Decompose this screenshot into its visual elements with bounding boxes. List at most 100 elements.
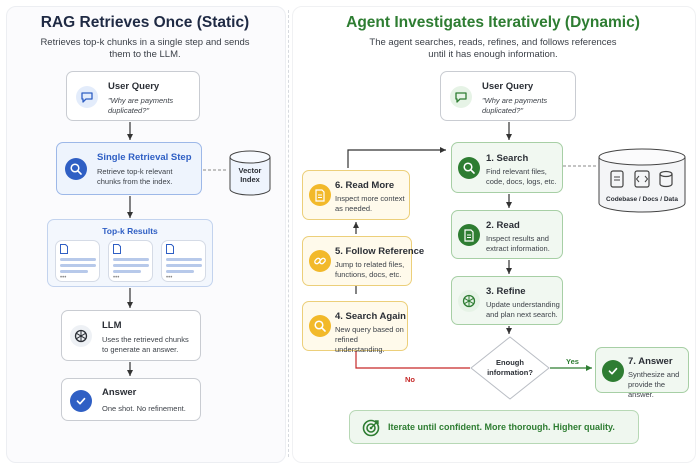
- chat-bubble-icon: [76, 86, 98, 108]
- rag-llm-text: Uses the retrieved chunks to generate an…: [102, 335, 189, 355]
- result-chunk-card: •••: [108, 240, 153, 282]
- footer-text: Iterate until confident. More thorough. …: [388, 422, 615, 432]
- step-follow-reference-title: 5. Follow Reference: [335, 246, 425, 257]
- step-refine-text-1: Update understanding: [486, 300, 560, 309]
- agent-user-query-box: User Query "Why are payments duplicated?…: [440, 71, 576, 121]
- step-read-text: Inspect results and extract information.: [486, 234, 550, 254]
- arrow-readmore-to-search: [347, 147, 446, 168]
- rag-subtitle-line2: them to the LLM.: [109, 49, 181, 60]
- step-search-text-1: Find relevant files,: [486, 167, 547, 176]
- rag-retrieval-text: Retrieve top-k relevant chunks from the …: [97, 167, 172, 187]
- rag-title: RAG Retrieves Once (Static): [40, 14, 250, 31]
- agent-subtitle: The agent searches, reads, refines, and …: [292, 37, 694, 61]
- rag-user-query-box: User Query "Why are payments duplicated?…: [66, 71, 200, 121]
- rag-user-query-text-1: "Why are payments: [108, 96, 174, 105]
- target-icon: [360, 417, 382, 439]
- step-search-again-box: 4. Search Again New query based on refin…: [302, 301, 408, 354]
- step-read-text-1: Inspect results and: [486, 234, 549, 243]
- rag-answer-box: Answer One shot. No refinement.: [61, 378, 201, 421]
- rag-user-query-text-2: duplicated?": [108, 106, 150, 115]
- rag-user-query-title: User Query: [108, 81, 160, 92]
- agent-subtitle-line1: The agent searches, reads, refines, and …: [369, 37, 617, 48]
- search-icon: [65, 158, 87, 180]
- topk-results-title: Top-k Results: [102, 226, 158, 236]
- rag-retrieval-box: Single Retrieval Step Retrieve top-k rel…: [56, 142, 202, 195]
- document-icon: [458, 224, 480, 246]
- document-icon: [166, 244, 174, 254]
- codebase-label: Codebase / Docs / Data: [606, 196, 678, 203]
- step-read-more-box: 6. Read More Inspect more context as nee…: [302, 170, 410, 220]
- vector-index-label-1: Vector: [238, 166, 262, 175]
- step-answer-title: 7. Answer: [628, 356, 673, 367]
- step-refine-title: 3. Refine: [486, 286, 526, 297]
- check-icon: [70, 390, 92, 412]
- decision-label: Enough information?: [470, 358, 550, 378]
- agent-user-query-text-2: duplicated?": [482, 106, 524, 115]
- check-icon: [602, 360, 624, 382]
- footer-banner: Iterate until confident. More thorough. …: [349, 410, 639, 444]
- rag-answer-title: Answer: [102, 387, 137, 398]
- rag-user-query-text: "Why are payments duplicated?": [108, 96, 173, 116]
- rag-llm-text-2: to generate an answer.: [102, 345, 179, 354]
- step-read-more-text-1: Inspect more context: [335, 194, 405, 203]
- step-read-more-text: Inspect more context as needed.: [335, 194, 405, 214]
- decision-diamond: Enough information?: [470, 336, 550, 400]
- step-read-text-2: extract information.: [486, 244, 550, 253]
- codebase-cylinder: Codebase / Docs / Data: [597, 148, 687, 214]
- rag-llm-title: LLM: [102, 320, 122, 331]
- result-chunk-card: •••: [55, 240, 100, 282]
- rag-subtitle: Retrieves top-k chunks in a single step …: [6, 37, 284, 61]
- step-follow-reference-text: Jump to related files, functions, docs, …: [335, 260, 404, 280]
- step-search-text-2: code, docs, logs, etc.: [486, 177, 557, 186]
- step-answer-box: 7. Answer Synthesize and provide the ans…: [595, 347, 689, 399]
- topk-results-box: Top-k Results ••• ••• •••: [47, 219, 213, 287]
- step-follow-reference-text-2: functions, docs, etc.: [335, 270, 402, 279]
- step-read-more-title: 6. Read More: [335, 180, 395, 191]
- vector-index-label-2: Index: [240, 175, 260, 184]
- agent-title: Agent Investigates Iteratively (Dynamic): [346, 14, 640, 31]
- step-search-box: 1. Search Find relevant files, code, doc…: [451, 142, 563, 193]
- step-answer-text: Synthesize and provide the answer.: [628, 370, 688, 400]
- no-label: No: [405, 375, 415, 384]
- step-search-title: 1. Search: [486, 153, 529, 164]
- step-search-text: Find relevant files, code, docs, logs, e…: [486, 167, 556, 187]
- step-search-again-text-2: refined understanding.: [335, 335, 385, 354]
- rag-retrieval-text-2: chunks from the index.: [97, 177, 173, 186]
- panel-divider: [288, 10, 289, 457]
- step-refine-text-2: and plan next search.: [486, 310, 558, 319]
- agent-user-query-title: User Query: [482, 81, 534, 92]
- rag-retrieval-text-1: Retrieve top-k relevant: [97, 167, 173, 176]
- rag-retrieval-title: Single Retrieval Step: [97, 152, 192, 163]
- step-answer-text-2: provide the answer.: [628, 380, 666, 399]
- vector-index-label: Vector Index: [228, 166, 272, 184]
- step-search-again-text: New query based on refined understanding…: [335, 325, 407, 355]
- step-refine-box: 3. Refine Update understanding and plan …: [451, 276, 563, 325]
- step-read-title: 2. Read: [486, 220, 520, 231]
- link-icon: [309, 250, 331, 272]
- decision-label-2: information?: [487, 368, 533, 377]
- step-search-again-text-1: New query based on: [335, 325, 404, 334]
- chat-bubble-icon: [450, 86, 472, 108]
- agent-user-query-text-1: "Why are payments: [482, 96, 548, 105]
- rag-llm-box: LLM Uses the retrieved chunks to generat…: [61, 310, 201, 361]
- agent-user-query-text: "Why are payments duplicated?": [482, 96, 547, 116]
- search-icon: [458, 157, 480, 179]
- yes-label: Yes: [566, 357, 579, 366]
- database-icon: [229, 150, 271, 196]
- step-search-again-title: 4. Search Again: [335, 311, 406, 322]
- document-icon: [60, 244, 68, 254]
- result-chunk-card: •••: [161, 240, 206, 282]
- step-follow-reference-box: 5. Follow Reference Jump to related file…: [302, 236, 424, 286]
- step-follow-reference-text-1: Jump to related files,: [335, 260, 405, 269]
- decision-label-1: Enough: [496, 358, 524, 367]
- rag-answer-text: One shot. No refinement.: [102, 404, 186, 413]
- refine-icon: [458, 290, 480, 312]
- step-read-box: 2. Read Inspect results and extract info…: [451, 210, 563, 259]
- document-icon: [309, 184, 331, 206]
- step-refine-text: Update understanding and plan next searc…: [486, 300, 560, 320]
- search-icon: [309, 315, 331, 337]
- step-read-more-text-2: as needed.: [335, 204, 373, 213]
- rag-llm-text-1: Uses the retrieved chunks: [102, 335, 189, 344]
